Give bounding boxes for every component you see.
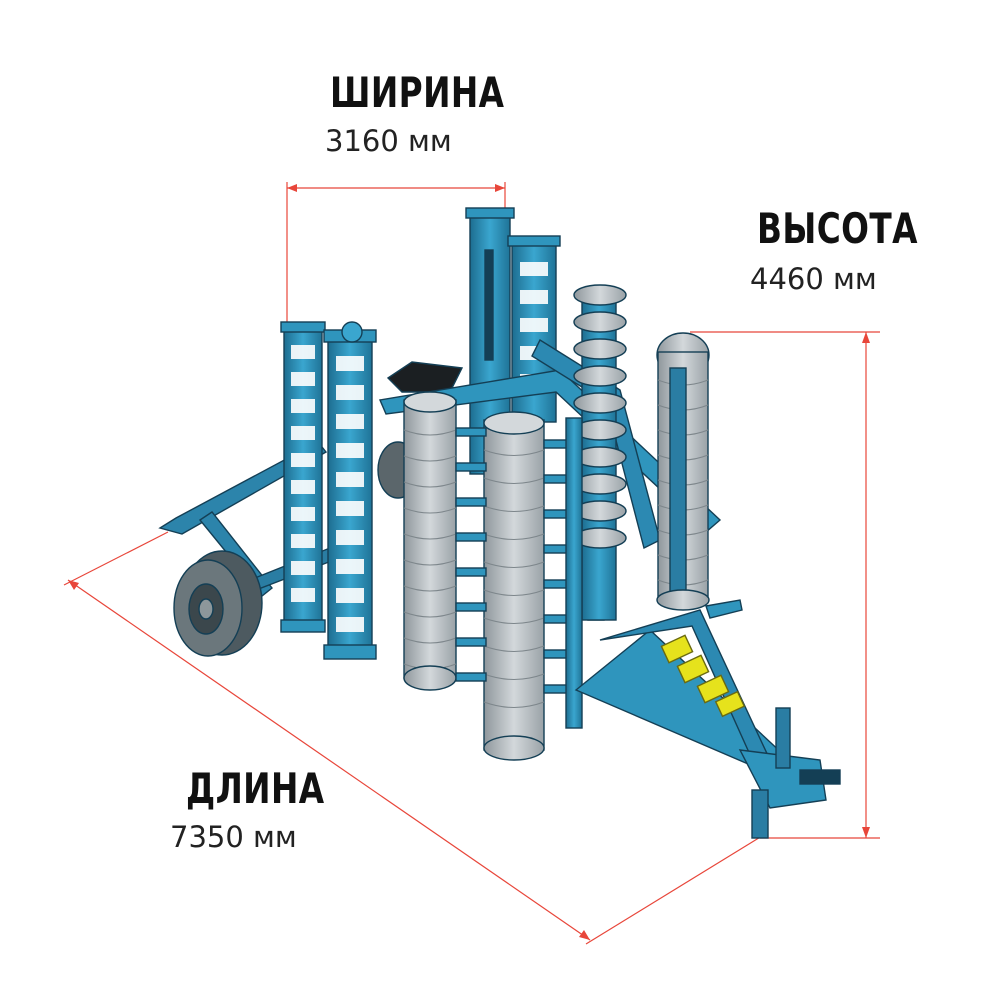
width-label: ШИРИНА [330,68,505,117]
shock-absorbers [660,634,746,718]
length-label: ДЛИНА [186,764,325,813]
disc-gang-far-right [656,332,710,611]
length-value: 7350 мм [170,820,297,854]
disc-gang-front [403,391,457,691]
disc-gang-center [455,411,583,761]
top-plate [386,361,464,393]
length-extension-back [63,531,169,586]
disc-harrow-machine [158,207,841,839]
rear-roller-right [323,321,377,660]
drawbar [574,599,841,839]
dimension-lines [63,182,880,945]
height-value: 4460 мм [750,262,877,296]
height-label: ВЫСОТА [757,204,918,253]
length-extension-front [585,835,763,945]
length-dimension-line [67,579,591,941]
transport-wheel-icon [173,441,419,657]
width-value: 3160 мм [325,124,452,158]
disc-gang-back-right [573,284,627,621]
rear-roller-left [280,321,326,633]
